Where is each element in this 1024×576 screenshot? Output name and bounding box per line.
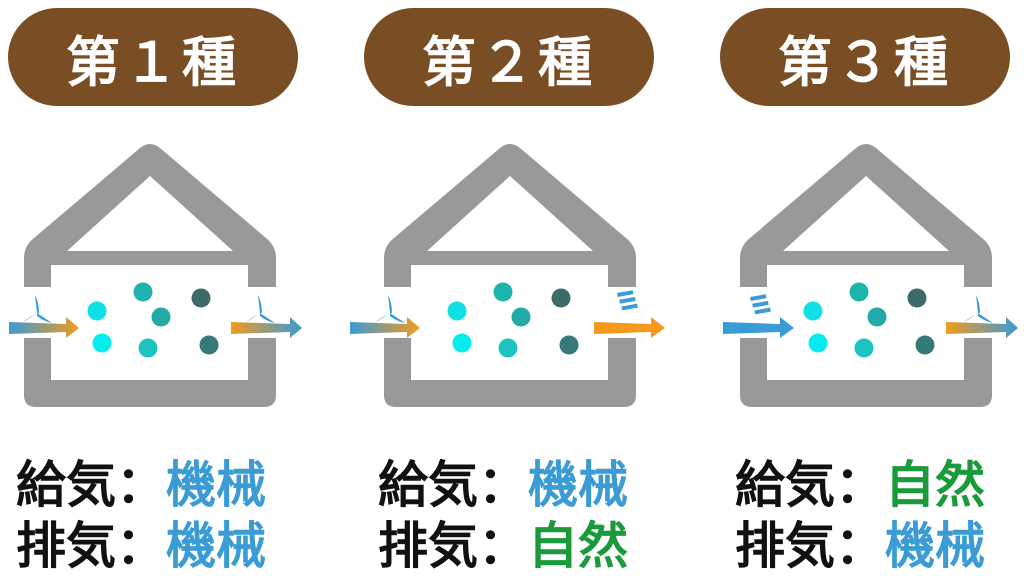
house-type-1 — [9, 144, 302, 407]
supply-fan-icon — [22, 295, 52, 323]
supply-arrow — [723, 317, 794, 338]
exhaust-value: 自然 — [528, 517, 628, 575]
exhaust-value: 機械 — [885, 517, 985, 575]
supply-value: 機械 — [166, 456, 266, 514]
house-type-2 — [350, 144, 665, 407]
type-2-supply: 給気：機械 — [378, 456, 628, 514]
exhaust-arrow — [594, 317, 665, 338]
house-type-3 — [723, 144, 1018, 407]
type-1-supply: 給気：機械 — [16, 456, 266, 514]
exhaust-fan-icon — [245, 295, 275, 323]
type-1-title: 第１種 — [8, 8, 298, 106]
exhaust-fan-icon — [963, 295, 993, 323]
exhaust-vent-icon — [617, 290, 638, 311]
supply-fan-icon — [375, 295, 405, 323]
exhaust-arrow — [946, 317, 1018, 338]
exhaust-value: 機械 — [166, 517, 266, 575]
type-1-exhaust: 排気：機械 — [16, 517, 266, 575]
type-2-title: 第２種 — [364, 8, 654, 106]
type-3-supply: 給気：自然 — [735, 456, 985, 514]
type-3-exhaust: 排気：機械 — [735, 517, 985, 575]
exhaust-arrow — [231, 317, 302, 338]
type-3-title: 第３種 — [720, 8, 1010, 106]
supply-vent-icon — [750, 294, 771, 315]
supply-arrow — [350, 317, 420, 338]
supply-value: 機械 — [528, 456, 628, 514]
supply-value: 自然 — [885, 456, 985, 514]
type-2-exhaust: 排気：自然 — [378, 517, 628, 575]
supply-arrow — [9, 317, 79, 338]
